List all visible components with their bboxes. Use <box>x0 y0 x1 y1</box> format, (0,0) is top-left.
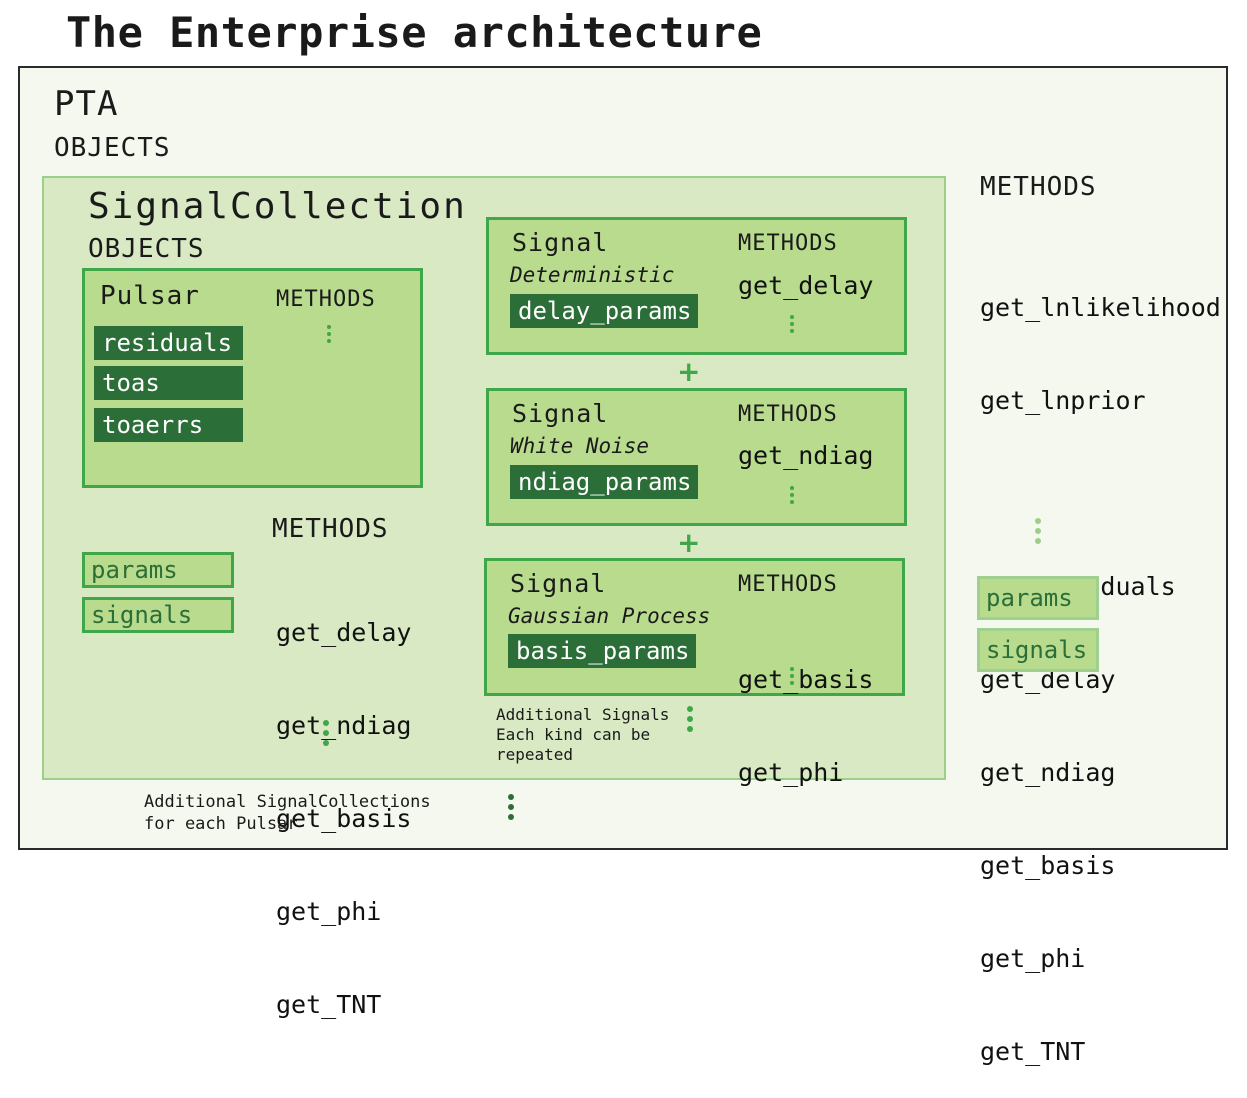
sc-attr-signals: signals <box>82 597 234 633</box>
sc-method: get_TNT <box>276 990 382 1019</box>
plus-icon: + <box>677 526 701 559</box>
sc-method: get_basis <box>276 804 412 833</box>
pta-method: get_basis <box>980 851 1116 880</box>
signal-kind-label: Deterministic <box>510 263 675 287</box>
pulsar-attr-residuals: residuals <box>94 326 243 360</box>
signal-more-methods-dots <box>790 667 794 685</box>
signal-param-tag: basis_params <box>508 634 696 668</box>
signal-box-gaussian-process <box>484 558 905 696</box>
additional-signals-note: Additional Signals Each kind can be repe… <box>496 705 670 764</box>
pta-attr-signals: signals <box>977 628 1099 672</box>
signal-more-methods-dots <box>790 315 794 333</box>
pta-more-methods-dots <box>1035 518 1041 544</box>
signal-methods-label: METHODS <box>738 402 838 427</box>
signal-collection-objects-label: OBJECTS <box>88 234 205 264</box>
pulsar-methods-label: METHODS <box>276 287 376 312</box>
pta-attr-params: params <box>977 576 1099 620</box>
signal-kind-label: White Noise <box>510 434 650 458</box>
pta-method: get_lnprior <box>980 386 1146 415</box>
signal-box-white-noise <box>486 388 907 526</box>
signal-method: get_delay <box>738 271 874 300</box>
pulsar-more-methods-dots <box>327 325 331 343</box>
pulsar-label: Pulsar <box>100 281 200 311</box>
signal-methods-label: METHODS <box>738 572 838 597</box>
pta-method: get_phi <box>980 944 1086 973</box>
signal-more-methods-dots <box>790 486 794 504</box>
plus-icon: + <box>677 355 701 388</box>
pulsar-attr-toas: toas <box>94 366 243 400</box>
pta-objects-label: OBJECTS <box>54 133 171 163</box>
signal-methods-list: get_basis get_phi <box>738 602 873 819</box>
additional-collections-dots <box>508 794 514 820</box>
signal-collection-label: SignalCollection <box>88 186 467 227</box>
signal-param-tag: ndiag_params <box>510 465 698 499</box>
sc-method: get_ndiag <box>276 711 412 740</box>
signal-kind-label: Gaussian Process <box>508 604 711 628</box>
sc-attr-params: params <box>82 552 234 588</box>
signal-method: get_ndiag <box>738 441 874 470</box>
additional-collections-note: Additional SignalCollections for each Pu… <box>144 792 431 834</box>
pta-label: PTA <box>54 84 119 124</box>
signal-label: Signal <box>510 569 607 598</box>
signal-param-tag: delay_params <box>510 294 698 328</box>
sc-method: get_delay <box>276 618 412 647</box>
signal-method: get_basis <box>738 665 874 694</box>
additional-signals-dots <box>687 706 693 732</box>
signal-method: get_phi <box>738 758 844 787</box>
signal-label: Signal <box>512 399 609 428</box>
pta-methods-label: METHODS <box>980 172 1097 202</box>
pulsar-attr-toaerrs: toaerrs <box>94 408 243 442</box>
signal-label: Signal <box>512 228 609 257</box>
signal-collection-methods-label: METHODS <box>272 514 389 544</box>
sc-method: get_phi <box>276 897 382 926</box>
signal-box-deterministic <box>486 217 907 355</box>
sc-more-methods-dots <box>323 720 329 746</box>
diagram-title: The Enterprise architecture <box>66 8 763 57</box>
pta-method: get_ndiag <box>980 758 1116 787</box>
pta-method: get_TNT <box>980 1037 1086 1066</box>
pta-method-spacer <box>980 478 1221 509</box>
signal-methods-label: METHODS <box>738 231 838 256</box>
pta-method: get_lnlikelihood <box>980 293 1221 322</box>
